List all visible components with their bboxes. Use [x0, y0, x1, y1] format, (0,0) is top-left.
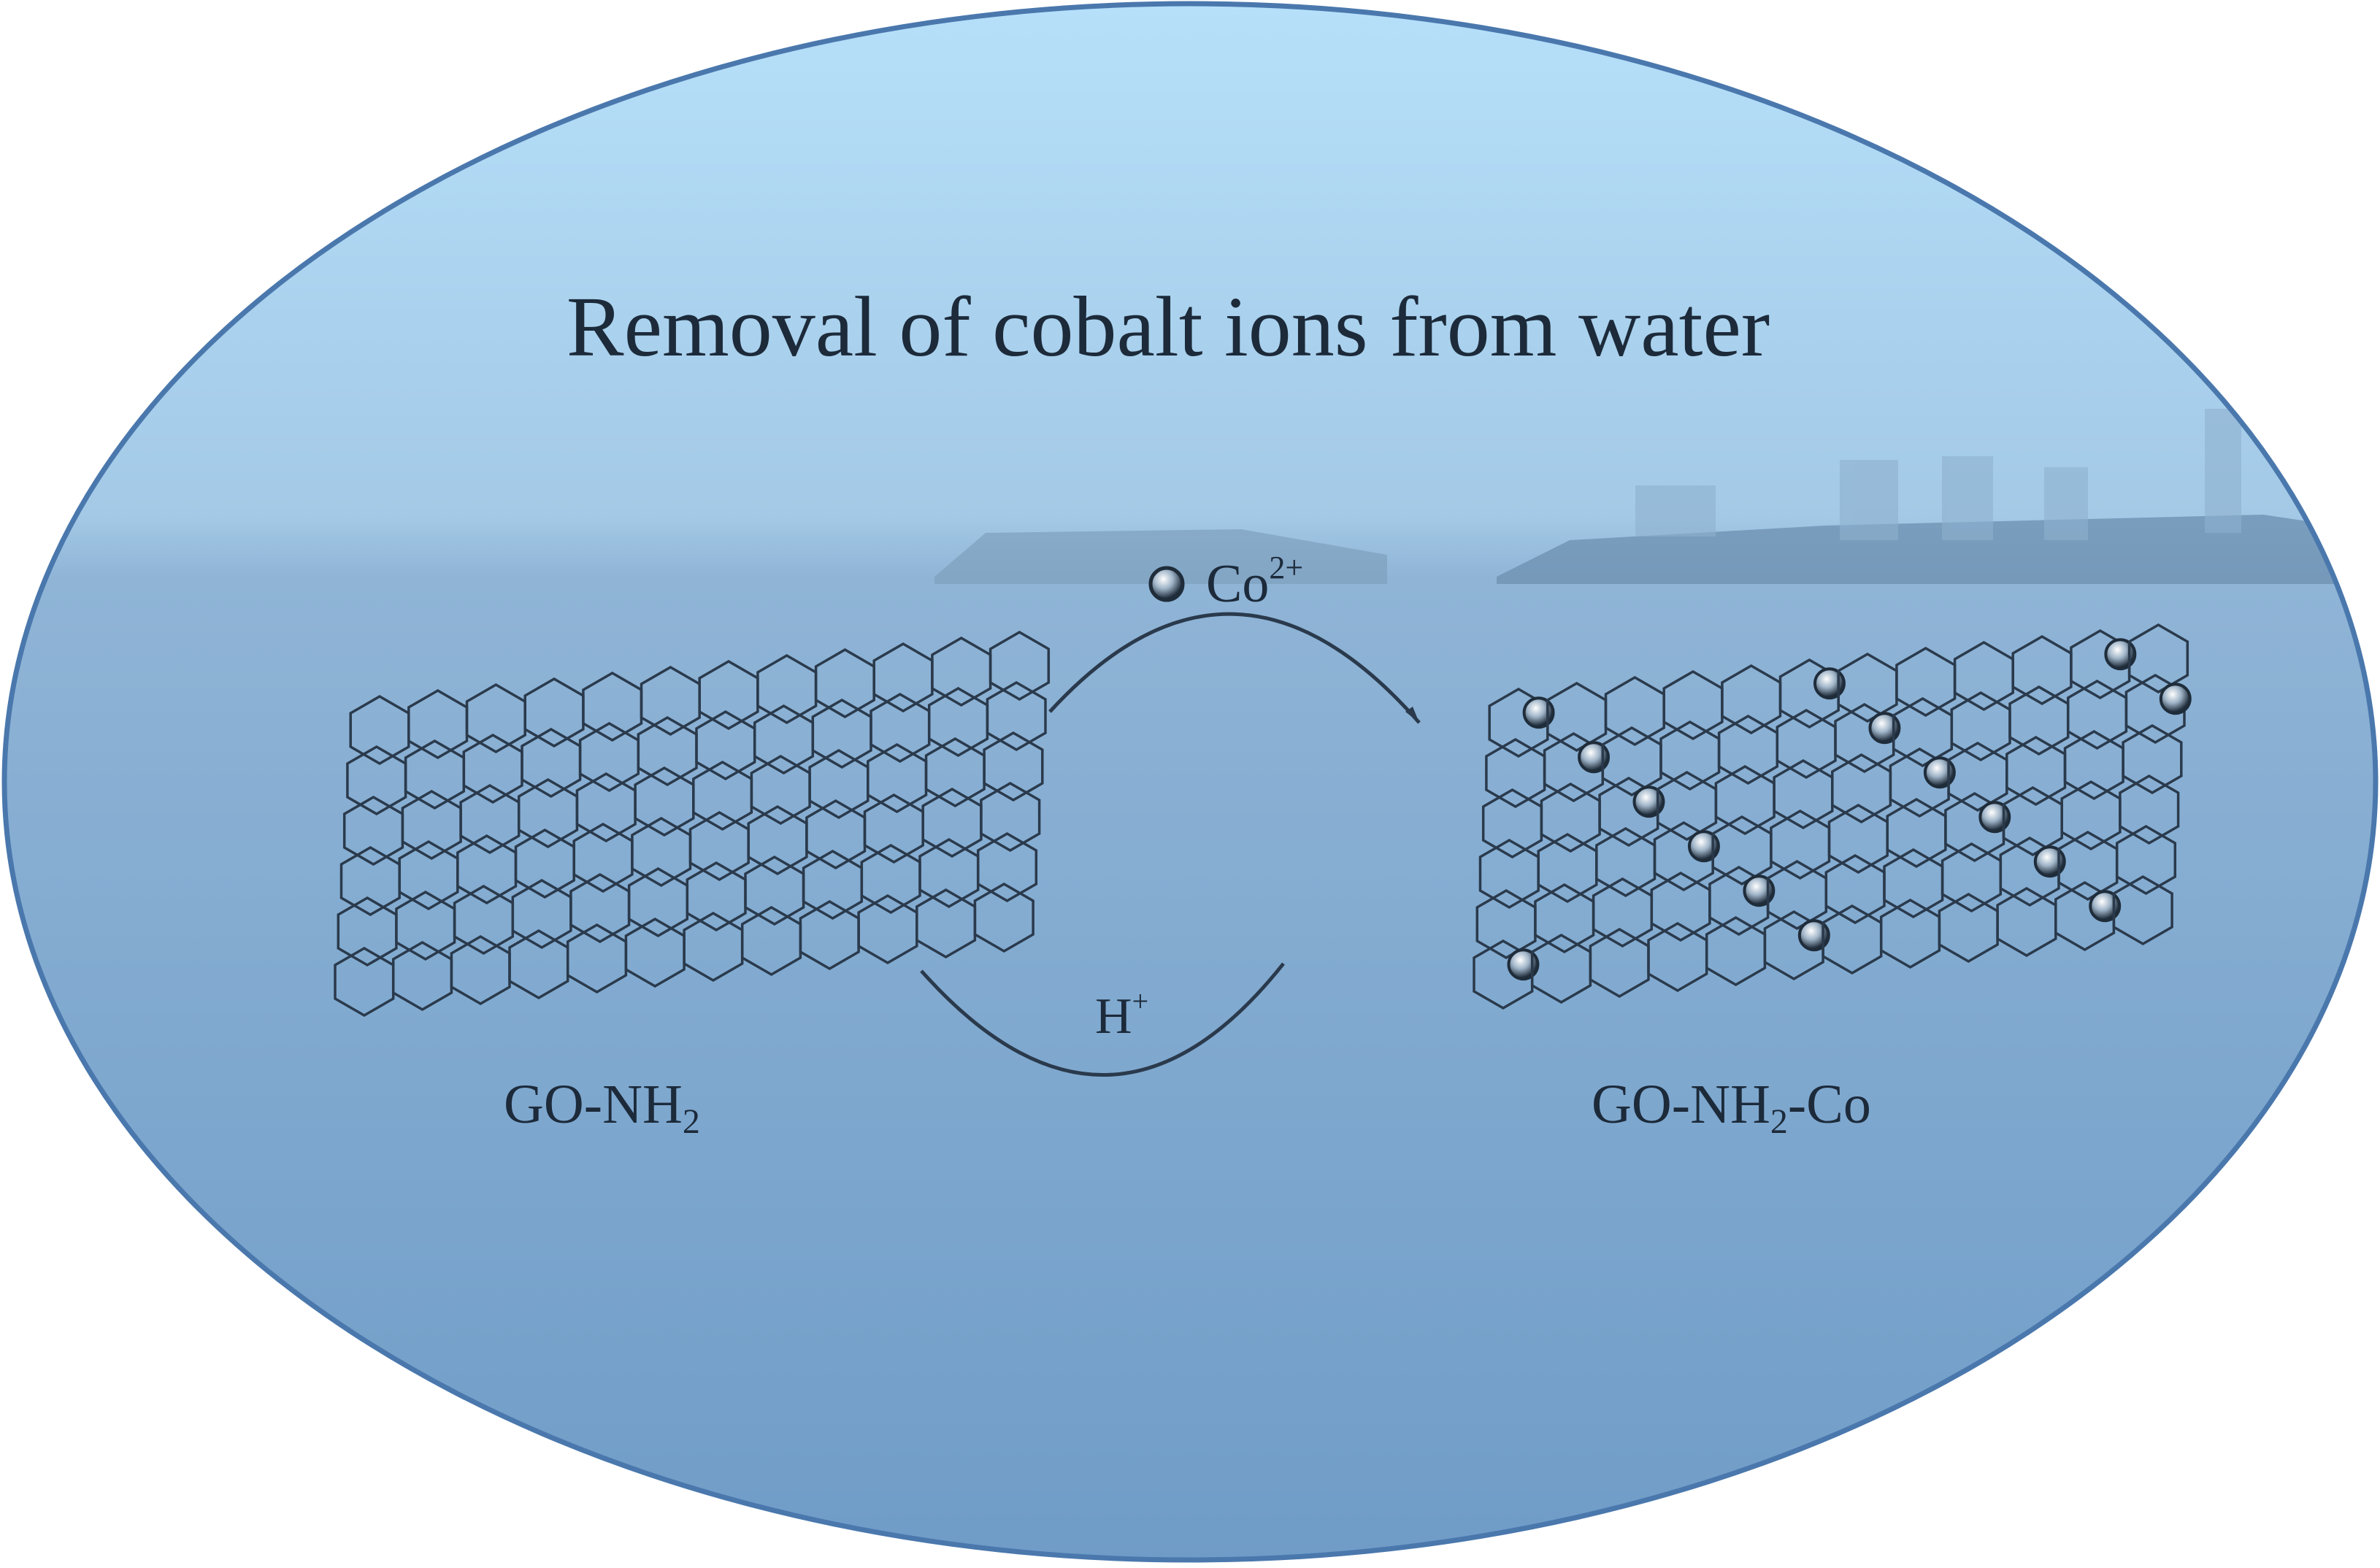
label-suffix: -Co [1787, 1074, 1871, 1135]
go-nh2-co-label: GO-NH2-Co [1592, 1073, 1871, 1142]
adsorbed-cobalt-ion [1687, 830, 1720, 863]
city-skyline [1635, 409, 2241, 540]
adsorbed-cobalt-ion [1507, 948, 1540, 981]
label-prefix: GO-NH [504, 1074, 683, 1135]
hexagon-ring [2122, 723, 2183, 795]
hexagon-ring [2112, 875, 2173, 946]
adsorbed-cobalt-ion [1813, 667, 1846, 700]
adsorbed-cobalt-ion [2033, 845, 2066, 878]
label-prefix: GO-NH [1592, 1074, 1770, 1135]
hexagon-ring [2127, 623, 2189, 694]
proton-charge: + [1132, 985, 1149, 1018]
hexagon-ring [2119, 774, 2180, 845]
adsorbed-cobalt-ion [1978, 801, 2011, 834]
diagram-title: Removal of cobalt ions from water [566, 279, 1770, 374]
ion-symbol: Co [1206, 554, 1270, 614]
adsorbed-cobalt-ion [1923, 756, 1956, 789]
label-subscript: 2 [1770, 1102, 1788, 1141]
go-nh2-sheet-structure [334, 630, 1051, 1018]
label-subscript: 2 [682, 1102, 700, 1141]
hexagon-ring [973, 882, 1034, 953]
proton-symbol: H [1095, 988, 1132, 1045]
adsorbed-cobalt-ion [1632, 785, 1665, 818]
cobalt-ion-icon [1148, 566, 1185, 602]
hexagon-ring [976, 831, 1038, 903]
adsorbed-cobalt-ion [1578, 741, 1611, 774]
hexagon-ring [2115, 824, 2177, 896]
arrowhead-icon [1405, 707, 1419, 723]
ion-charge: 2+ [1269, 550, 1304, 585]
hexagon-ring [989, 630, 1051, 702]
hexagon-ring [980, 781, 1041, 853]
adsorbed-cobalt-ion [2089, 890, 2122, 923]
desorption-arrow [920, 962, 1285, 1077]
adsorption-arrow [1048, 612, 1421, 724]
hexagon-ring [986, 680, 1047, 752]
cobalt-ion-label: Co2+ [1206, 549, 1303, 615]
hexagon-ring [983, 731, 1044, 802]
adsorbed-cobalt-ion [1868, 712, 1901, 745]
adsorbed-cobalt-ion [2104, 638, 2137, 671]
adsorbed-cobalt-ion [2159, 683, 2192, 715]
adsorbed-cobalt-ion [1522, 696, 1555, 729]
adsorbed-cobalt-ion [1797, 919, 1830, 952]
distant-shore-left [934, 529, 1387, 584]
proton-label: H+ [1095, 984, 1148, 1046]
distant-shore-right [1497, 515, 2376, 584]
adsorbed-cobalt-ion [1743, 875, 1776, 907]
go-nh2-co-sheet-structure [1473, 623, 2192, 1010]
go-nh2-label: GO-NH2 [504, 1073, 700, 1142]
